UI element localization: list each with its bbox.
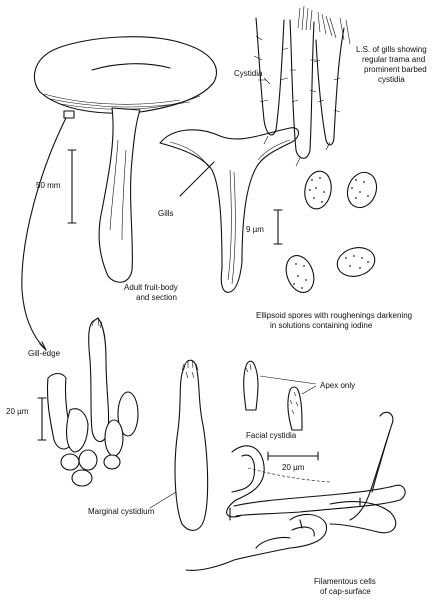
- ls-gills-label-1: L.S. of gills showing: [356, 45, 427, 54]
- scale-bar-20um-left: [37, 397, 47, 441]
- apex-only-label: Apex only: [320, 381, 355, 390]
- scale-label-9um: 9 µm: [246, 225, 264, 234]
- facial-cystidia-label: Facial cystidia: [246, 431, 297, 440]
- gill-edge-label: Gill-edge: [28, 349, 61, 358]
- filamentous-cells-drawing: [185, 411, 406, 571]
- scale-bar-50mm: [67, 149, 77, 224]
- cystidia-label: Cystidia: [234, 69, 263, 78]
- filamentous-label-1: Filamentous cells: [314, 577, 376, 586]
- scale-bar-20um-right: [267, 451, 319, 461]
- apex-only-pointer-2: [301, 385, 317, 395]
- spores-label-2: in solutions containing iodine: [270, 321, 373, 330]
- ls-gills-label-2: regular trama and: [362, 55, 425, 64]
- scale-label-20um-left: 20 µm: [6, 407, 29, 416]
- scale-label-20um-right: 20 µm: [282, 463, 305, 472]
- adult-fruit-body-label-1: Adult fruit-body: [124, 283, 178, 292]
- gills-label: Gills: [158, 209, 174, 218]
- ls-gills-label-4: cystidia: [378, 75, 405, 84]
- marginal-cystidium-pointer: [149, 491, 177, 509]
- apex-only-pointer-1: [259, 375, 317, 385]
- spores-label-1: Ellipsoid spores with roughenings darken…: [256, 311, 412, 320]
- spores-drawing: [285, 170, 378, 293]
- adult-fruit-body-drawing: [33, 36, 217, 283]
- facial-cystidia-drawing: [243, 360, 303, 431]
- gill-section-drawing: [253, 5, 351, 167]
- ls-gills-label-3: prominent barbed: [364, 65, 427, 74]
- gills-pointer: [179, 161, 215, 197]
- gill-edge-arrowhead: [39, 341, 47, 351]
- scale-label-50mm: 50 mm: [36, 181, 61, 190]
- gill-edge-drawing: [46, 317, 139, 487]
- filamentous-label-2: of cap-surface: [320, 587, 371, 596]
- scale-bar-9um: [273, 209, 283, 245]
- marginal-cystidium-drawing: [174, 359, 209, 531]
- fruit-body-section-drawing: [159, 127, 300, 293]
- adult-fruit-body-label-2: and section: [136, 293, 177, 302]
- gill-edge-arrow: [21, 117, 67, 351]
- marginal-cystidium-label: Marginal cystidium: [88, 507, 155, 516]
- cystidia-pointer: [263, 77, 271, 85]
